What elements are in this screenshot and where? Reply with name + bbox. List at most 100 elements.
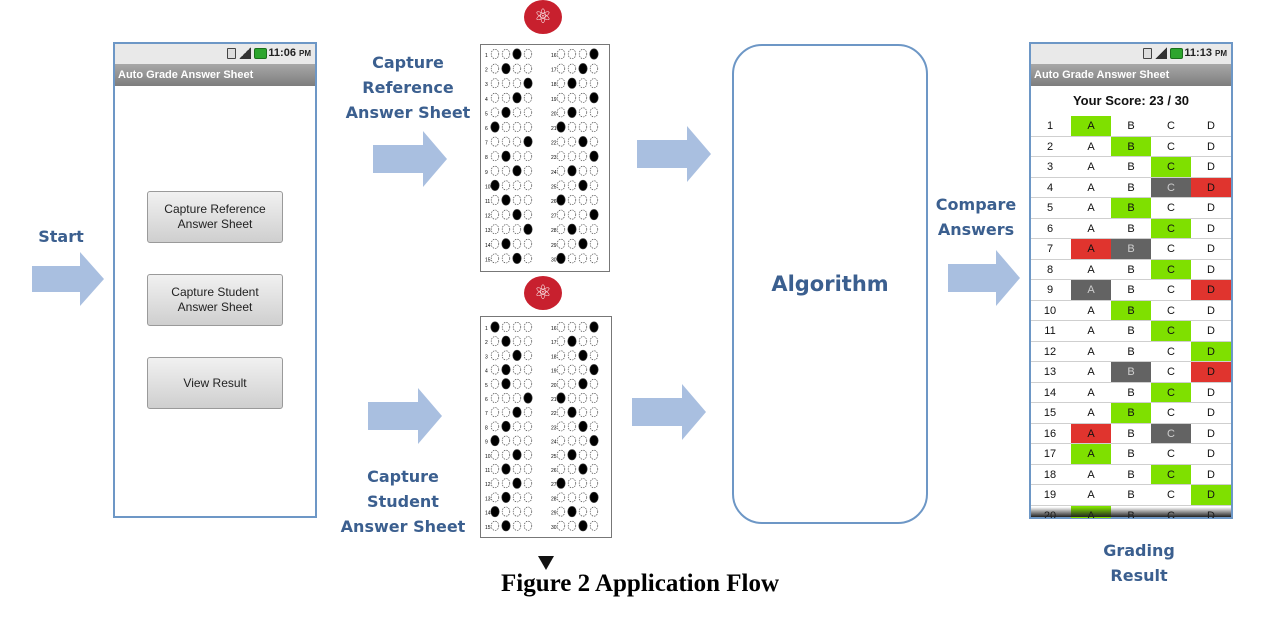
empty-bubble bbox=[523, 336, 533, 347]
choice-cell: C bbox=[1151, 259, 1191, 279]
empty-bubble bbox=[589, 180, 599, 191]
question-number: 2 bbox=[485, 68, 488, 74]
capture-student-label: Capture Student Answer Sheet bbox=[340, 467, 466, 536]
question-number: 3 bbox=[1046, 161, 1054, 173]
choice-cell: D bbox=[1207, 161, 1215, 173]
question-number: 19 bbox=[551, 97, 557, 103]
choice-cell: C bbox=[1167, 489, 1175, 501]
question-number: 9 bbox=[485, 170, 488, 176]
empty-bubble bbox=[512, 224, 522, 235]
filled-bubble bbox=[567, 106, 577, 118]
empty-bubble bbox=[490, 464, 500, 474]
question-number: 12 bbox=[485, 482, 491, 488]
question-number: 13 bbox=[485, 228, 491, 234]
question-number: 8 bbox=[485, 425, 488, 431]
empty-bubble bbox=[556, 180, 566, 191]
choice-cell: B bbox=[1111, 362, 1151, 382]
empty-bubble bbox=[578, 122, 588, 132]
empty-bubble bbox=[490, 92, 500, 103]
arrow-right-icon bbox=[632, 384, 706, 440]
empty-bubble bbox=[523, 253, 533, 264]
empty-bubble bbox=[501, 435, 511, 446]
empty-bubble bbox=[512, 238, 522, 249]
question-number: 2 bbox=[485, 340, 488, 346]
empty-bubble bbox=[490, 136, 500, 147]
sim-card-icon bbox=[227, 47, 236, 59]
empty-bubble bbox=[490, 63, 500, 74]
empty-bubble bbox=[490, 393, 500, 403]
empty-bubble bbox=[556, 449, 566, 460]
question-number: 16 bbox=[551, 326, 557, 332]
empty-bubble bbox=[589, 253, 599, 264]
choice-cell: A bbox=[1087, 222, 1095, 235]
empty-bubble bbox=[501, 136, 511, 147]
empty-bubble bbox=[490, 421, 500, 432]
empty-bubble bbox=[578, 322, 588, 332]
empty-bubble bbox=[556, 209, 566, 220]
empty-bubble bbox=[501, 253, 511, 264]
question-number: 10 bbox=[1043, 304, 1057, 317]
empty-bubble bbox=[567, 49, 577, 59]
empty-bubble bbox=[501, 393, 511, 403]
question-number: 3 bbox=[485, 354, 488, 360]
choice-cell: B bbox=[1111, 136, 1151, 156]
filled-bubble bbox=[567, 223, 577, 235]
empty-bubble bbox=[556, 322, 566, 332]
filled-bubble bbox=[589, 364, 599, 376]
empty-bubble bbox=[490, 209, 500, 220]
filled-bubble bbox=[512, 449, 522, 461]
filled-bubble bbox=[501, 150, 511, 162]
arrow-right-icon bbox=[637, 126, 711, 182]
question-number: 4 bbox=[485, 369, 488, 375]
empty-bubble bbox=[556, 107, 566, 118]
choice-cell: B bbox=[1127, 448, 1135, 460]
filled-bubble bbox=[501, 491, 511, 503]
question-number: 29 bbox=[551, 511, 557, 517]
empty-bubble bbox=[578, 92, 588, 103]
filled-bubble bbox=[501, 463, 511, 475]
empty-bubble bbox=[567, 393, 577, 403]
choice-cell: C bbox=[1151, 382, 1191, 402]
empty-bubble bbox=[578, 364, 588, 375]
empty-bubble bbox=[556, 92, 566, 103]
question-number: 19 bbox=[1043, 489, 1057, 501]
question-number: 4 bbox=[485, 97, 488, 103]
filled-bubble bbox=[589, 150, 599, 162]
choice-cell: C bbox=[1167, 366, 1175, 378]
choice-cell: B bbox=[1127, 263, 1135, 276]
empty-bubble bbox=[501, 180, 511, 191]
empty-bubble bbox=[512, 520, 522, 531]
choice-cell: C bbox=[1151, 157, 1191, 177]
empty-bubble bbox=[490, 253, 500, 264]
choice-cell: B bbox=[1127, 222, 1135, 235]
question-number: 21 bbox=[551, 397, 557, 403]
arrow-right-icon bbox=[373, 131, 447, 187]
arrow-right-icon bbox=[32, 252, 104, 306]
empty-bubble bbox=[523, 180, 533, 191]
arrow-right-icon bbox=[948, 250, 1020, 306]
filled-bubble bbox=[501, 364, 511, 376]
empty-bubble bbox=[501, 407, 511, 418]
filled-bubble bbox=[578, 378, 588, 390]
question-number: 15 bbox=[485, 257, 491, 263]
capture-student-button[interactable]: Capture Student Answer Sheet bbox=[147, 274, 283, 326]
empty-bubble bbox=[556, 364, 566, 375]
empty-bubble bbox=[567, 253, 577, 264]
empty-bubble bbox=[567, 520, 577, 531]
choice-cell: B bbox=[1111, 198, 1151, 218]
empty-bubble bbox=[523, 478, 533, 489]
empty-bubble bbox=[512, 464, 522, 474]
capture-reference-button[interactable]: Capture Reference Answer Sheet bbox=[147, 191, 283, 243]
view-result-button[interactable]: View Result bbox=[147, 357, 283, 409]
empty-bubble bbox=[523, 209, 533, 220]
question-number: 9 bbox=[1046, 284, 1054, 296]
question-number: 5 bbox=[1046, 202, 1054, 214]
choice-cell: B bbox=[1111, 239, 1151, 259]
empty-bubble bbox=[589, 122, 599, 132]
